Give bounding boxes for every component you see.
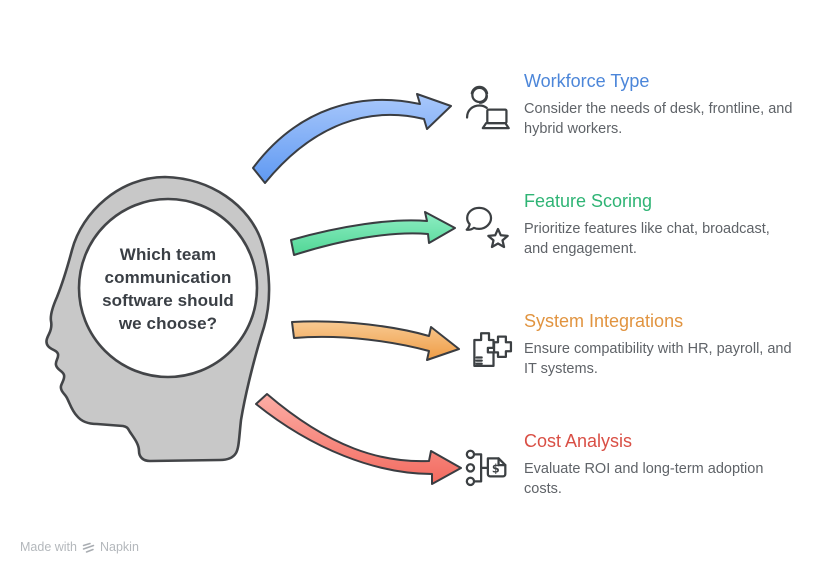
- question-line: software should: [102, 291, 234, 310]
- item-description: Prioritize features like chat, broadcast…: [524, 221, 770, 257]
- agent-with-laptop-icon: [465, 85, 510, 130]
- item-system-integrations: System Integrations Ensure compatibility…: [462, 308, 812, 408]
- thought-circle: [77, 197, 259, 379]
- svg-text:$: $: [492, 462, 500, 475]
- arrow-to-system-integrations: [291, 320, 460, 361]
- item-cost-analysis: $ Cost Analysis Evaluate ROI and long-te…: [462, 428, 812, 528]
- item-title: Workforce Type: [524, 71, 650, 91]
- question-line: communication: [104, 268, 232, 287]
- question-line: Which team: [119, 245, 217, 264]
- item-description: Ensure compatibility with HR, payroll, a…: [524, 341, 792, 377]
- arrow-to-workforce-type: [252, 93, 452, 184]
- made-with-label: Made with: [20, 540, 77, 554]
- footer-watermark: Made with Napkin: [20, 540, 139, 554]
- question-text: Which team communication software should…: [84, 243, 252, 335]
- head-silhouette: [45, 175, 271, 463]
- decision-tree-price-tag-icon: $: [465, 449, 507, 487]
- arrow-to-cost-analysis: [255, 393, 462, 485]
- item-feature-scoring: Feature Scoring Prioritize features like…: [462, 188, 812, 288]
- item-description: Consider the needs of desk, frontline, a…: [524, 101, 793, 137]
- item-title: Cost Analysis: [524, 431, 633, 451]
- item-title: System Integrations: [524, 311, 684, 331]
- item-workforce-type: Workforce Type Consider the needs of des…: [462, 68, 812, 168]
- item-title: Feature Scoring: [524, 191, 653, 211]
- chat-bubble-star-icon: [465, 206, 509, 249]
- item-description: Evaluate ROI and long-term adoption cost…: [524, 461, 764, 497]
- integration-blocks-icon: [473, 332, 513, 367]
- brand-label: Napkin: [99, 540, 139, 554]
- arrow-to-feature-scoring: [290, 211, 456, 256]
- question-line: we choose?: [118, 314, 218, 333]
- napkin-logo-icon: [82, 542, 95, 553]
